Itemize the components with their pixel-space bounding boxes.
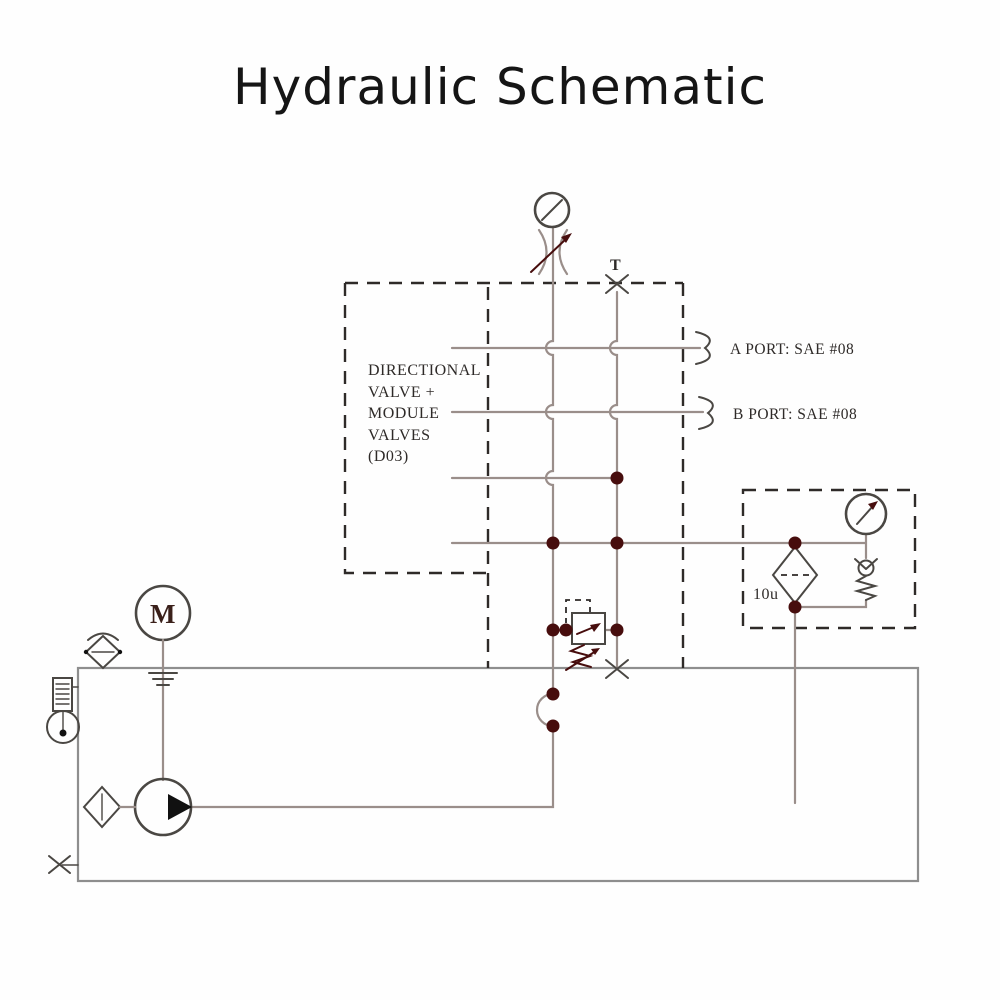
pressure-gauge-filter — [844, 492, 888, 536]
suction-strainer — [82, 785, 137, 829]
port-b-fitting — [698, 396, 714, 430]
port-a-label: A PORT: SAE #08 — [730, 341, 854, 358]
tank-port-plug-top — [605, 274, 629, 294]
return-filter-enclosure — [741, 488, 917, 630]
drain-plug — [48, 855, 79, 874]
filter-micron-label: 10u — [753, 586, 779, 603]
bypass-check-valve — [853, 558, 879, 601]
page-title: Hydraulic Schematic — [233, 58, 767, 116]
directional-valve-label-line2: VALVE + — [368, 384, 435, 401]
directional-valve-label-line4: VALVES — [368, 427, 431, 444]
relief-valve — [565, 599, 606, 671]
pressure-line — [189, 225, 555, 809]
port-b-label: B PORT: SAE #08 — [733, 406, 857, 423]
reservoir-tank — [76, 666, 920, 883]
valve-stack-lines — [450, 346, 868, 632]
tank-return-line — [608, 290, 619, 670]
directional-valve-enclosure — [343, 281, 685, 668]
needle-valve — [530, 228, 572, 276]
tank-port-label: T — [610, 257, 621, 274]
directional-valve-label: DIRECTIONAL VALVE + MODULE VALVES (D03) — [368, 362, 481, 465]
tank-port-plug-bottom — [605, 659, 629, 679]
motor-label: M — [150, 599, 176, 629]
pressure-gauge-top — [533, 191, 571, 229]
port-a-fitting — [695, 331, 711, 365]
electric-motor — [134, 584, 192, 782]
hydraulic-pump — [133, 777, 193, 837]
directional-valve-label-line5: (D03) — [368, 448, 409, 465]
level-temperature-gauge — [46, 677, 80, 744]
junction-dots — [546, 471, 802, 733]
breather-filler — [83, 632, 123, 670]
directional-valve-label-line1: DIRECTIONAL — [368, 362, 481, 379]
directional-valve-label-line3: MODULE — [368, 405, 439, 422]
return-filter-symbol — [771, 545, 819, 605]
filter-return-line — [793, 533, 868, 805]
